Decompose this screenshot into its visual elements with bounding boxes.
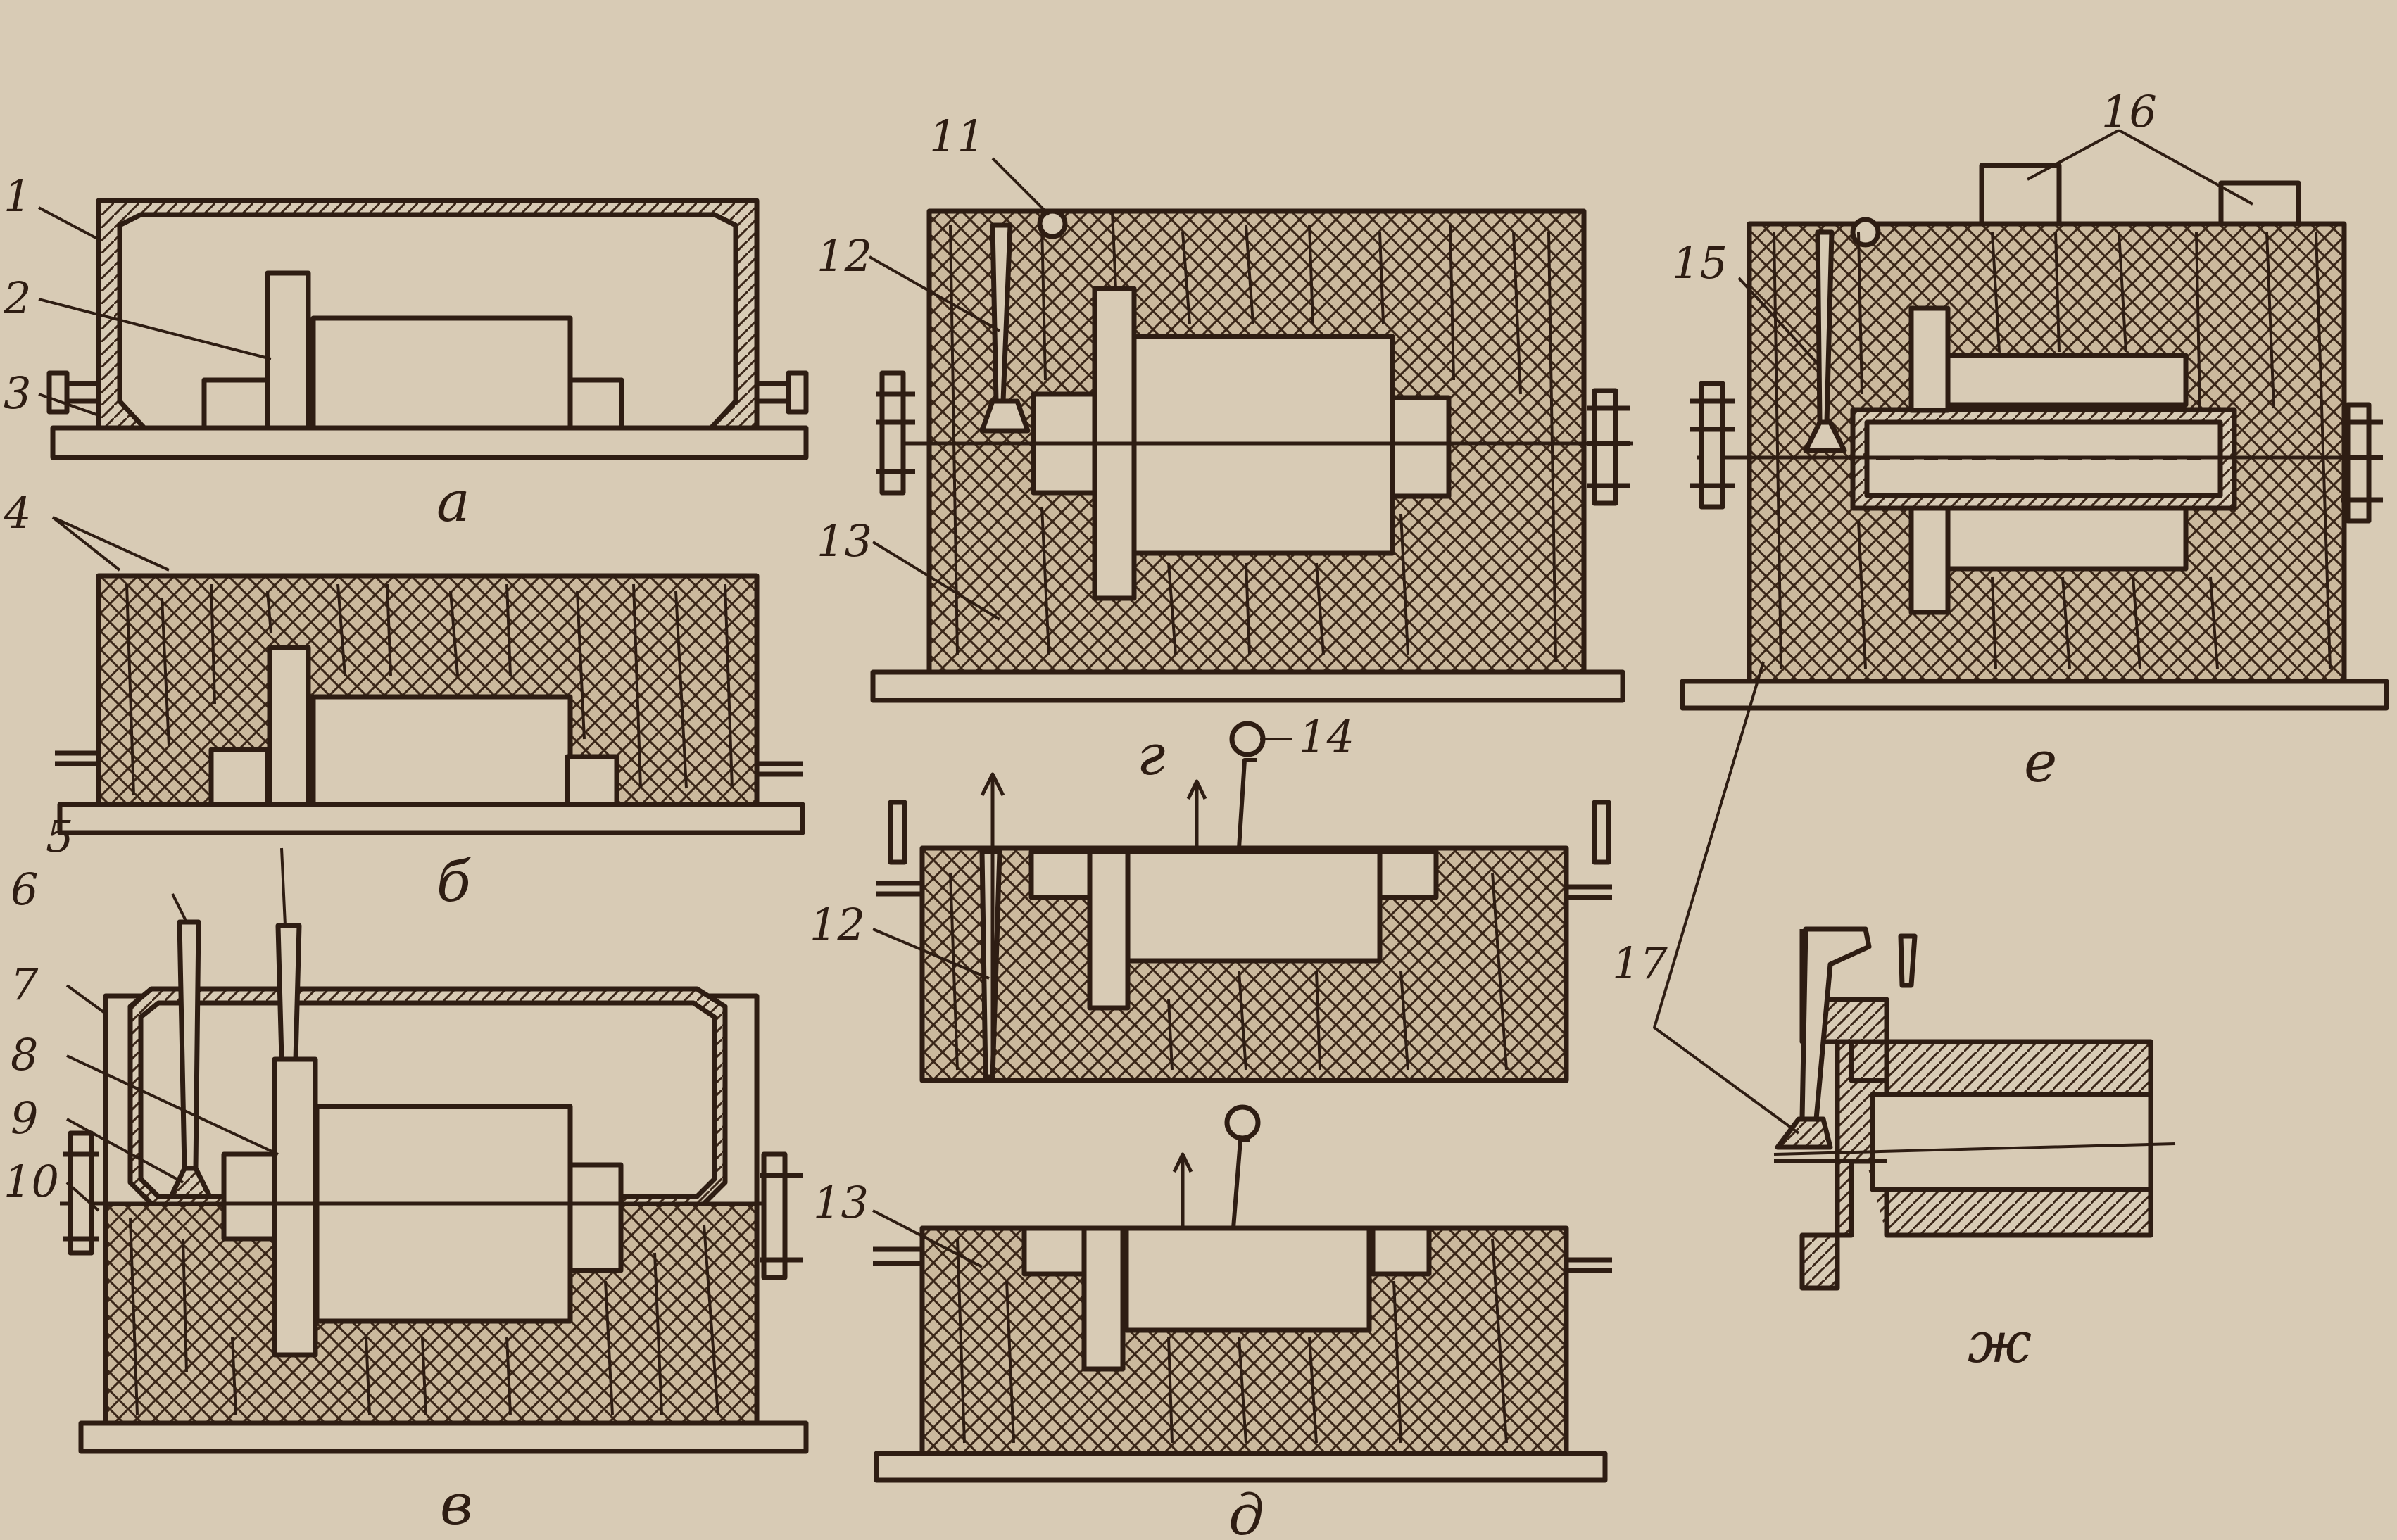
callout-13: 13 [817,515,872,567]
callout-labels: 1 2 3 4 5 6 7 8 9 10 11 12 12 13 13 14 1… [3,86,2157,1228]
callout-13-lower: 13 [813,1177,869,1228]
callout-6: 6 [11,864,38,915]
panel-d-drag-opened [873,1104,1612,1483]
callout-3: 3 [4,367,31,419]
callout-17: 17 [1612,938,1668,989]
callout-14: 14 [1299,711,1354,762]
caption-e: е [2024,729,2057,795]
callout-15: 15 [1672,237,1728,289]
callout-10: 10 [4,1156,59,1207]
callout-4: 4 [3,487,31,538]
caption-a: а [436,469,470,534]
caption-zh: ж [1968,1310,2032,1375]
panel-zh-casting-detail [1773,926,2176,1291]
panel-g-assembled-mold [870,208,1633,703]
callout-5: 5 [46,811,73,862]
callout-11: 11 [929,111,985,162]
callout-leaders [38,129,2253,1268]
panel-b-rammed-drag [55,573,805,835]
panel-a-flask [46,198,809,460]
callout-16: 16 [2101,86,2157,137]
caption-g: г [1137,722,1165,788]
callout-8: 8 [11,1029,38,1080]
callout-1: 1 [4,170,31,222]
callout-12: 12 [817,230,872,282]
panel-e-mold-with-core [1680,163,2389,711]
callout-7: 7 [11,959,39,1010]
caption-b: б [436,849,472,914]
caption-d: д [1228,1482,1264,1537]
panel-d-cope-lifted [876,721,1612,1083]
callout-2: 2 [3,272,31,324]
panel-captions: а б в г д е ж [436,469,2057,1540]
callout-12-lower: 12 [810,899,865,950]
callout-9: 9 [11,1092,38,1144]
panel-v-cope-setup [60,919,809,1454]
caption-v: в [440,1472,473,1537]
